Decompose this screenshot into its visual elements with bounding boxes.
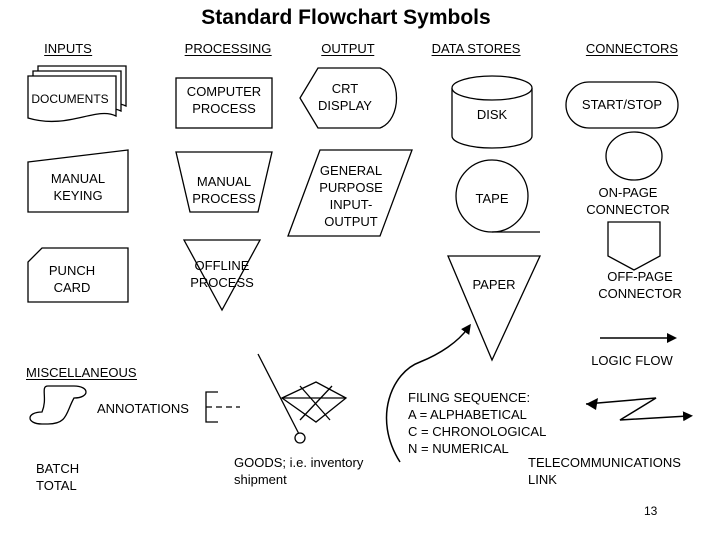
slide-title: Standard Flowchart Symbols bbox=[201, 6, 491, 29]
label-crt-display: CRT DISPLAY bbox=[318, 81, 372, 113]
goods-symbol bbox=[257, 353, 348, 444]
computer-process-symbol bbox=[175, 77, 273, 129]
off-page-connector-symbol bbox=[607, 221, 661, 271]
label-manual-keying: MANUAL KEYING bbox=[50, 171, 106, 203]
label-on-page-connector: ON-PAGE CONNECTOR bbox=[586, 185, 670, 217]
label-start-stop: START/STOP bbox=[581, 97, 663, 112]
label-batch-total: BATCH TOTAL bbox=[36, 461, 80, 493]
page-number: 13 bbox=[644, 504, 658, 518]
punch-card-symbol bbox=[27, 247, 129, 303]
batch-total-symbol bbox=[29, 385, 87, 425]
label-disk: DISK bbox=[476, 107, 508, 122]
label-paper: PAPER bbox=[472, 277, 516, 292]
paper-symbol bbox=[447, 255, 542, 362]
documents-symbol bbox=[27, 65, 127, 123]
header-miscellaneous: MISCELLANEOUS bbox=[26, 365, 137, 380]
label-logic-flow: LOGIC FLOW bbox=[591, 353, 673, 368]
label-tape: TAPE bbox=[475, 191, 509, 206]
annotations-symbol bbox=[205, 391, 240, 423]
on-page-connector-symbol bbox=[605, 131, 663, 181]
label-documents: DOCUMENTS bbox=[31, 92, 109, 106]
label-telecom-link: TELECOMMUNICATIONS LINK bbox=[528, 455, 681, 487]
label-off-page-connector: OFF-PAGE CONNECTOR bbox=[598, 269, 682, 301]
general-io-symbol bbox=[287, 149, 413, 237]
curved-arrow bbox=[385, 323, 471, 463]
header-output: OUTPUT bbox=[321, 41, 376, 56]
header-connectors: CONNECTORS bbox=[585, 41, 679, 56]
label-filing-sequence: FILING SEQUENCE: A = ALPHABETICAL C = CH… bbox=[408, 390, 547, 456]
telecom-link-symbol bbox=[585, 397, 693, 422]
start-stop-symbol bbox=[565, 81, 679, 129]
label-manual-process: MANUAL PROCESS bbox=[192, 174, 256, 206]
offline-process-symbol bbox=[182, 239, 262, 312]
label-punch-card: PUNCH CARD bbox=[48, 263, 96, 295]
label-goods: GOODS; i.e. inventory shipment bbox=[234, 455, 364, 487]
label-general-io: GENERAL PURPOSE INPUT- OUTPUT bbox=[319, 163, 383, 229]
label-annotations: ANNOTATIONS bbox=[97, 401, 189, 416]
header-inputs: INPUTS bbox=[44, 41, 92, 56]
manual-process-symbol bbox=[175, 151, 273, 213]
tape-symbol bbox=[455, 159, 540, 233]
header-data-stores: DATA STORES bbox=[431, 41, 521, 56]
crt-display-symbol bbox=[299, 67, 398, 129]
label-offline-process: OFFLINE PROCESS bbox=[190, 258, 254, 290]
disk-symbol bbox=[451, 75, 533, 149]
label-computer-process: COMPUTER PROCESS bbox=[186, 84, 262, 116]
header-processing: PROCESSING bbox=[184, 41, 272, 56]
manual-keying-symbol bbox=[27, 149, 129, 213]
